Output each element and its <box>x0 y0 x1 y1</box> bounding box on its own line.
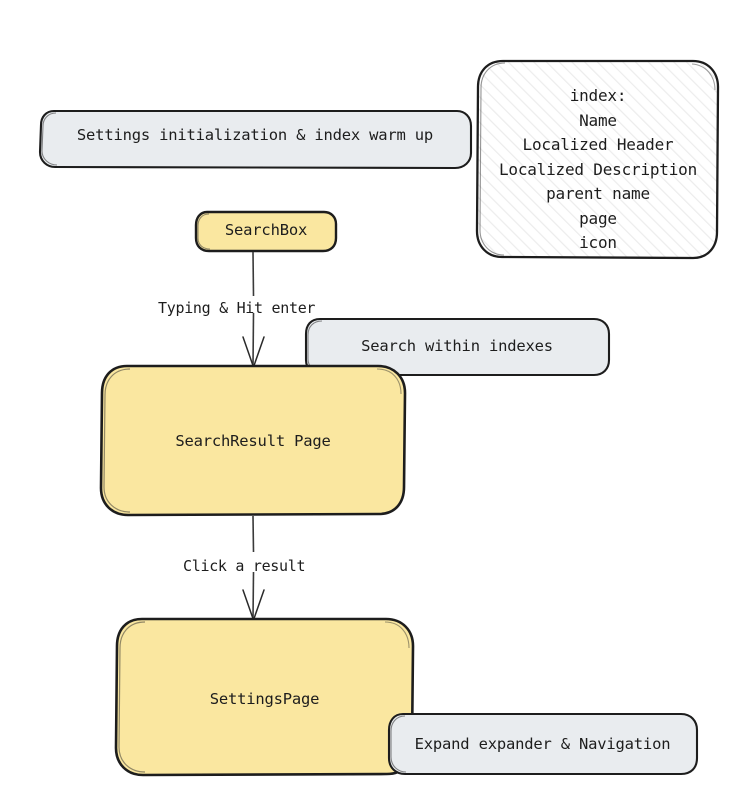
settings-initialization-note[interactable] <box>38 109 473 170</box>
searchbox-to-searchresult-edge <box>242 251 265 368</box>
search-within-indexes-note[interactable] <box>304 317 611 377</box>
searchresult-to-settingspage-edge <box>242 515 265 621</box>
settingspage-node[interactable] <box>114 617 415 777</box>
edge-label-typing-hit-enter: Typing & Hit enter <box>158 299 316 317</box>
searchbox-node[interactable] <box>194 210 338 253</box>
edge-label-click-a-result: Click a result <box>183 557 306 575</box>
searchresult-page-node[interactable] <box>99 364 407 517</box>
expand-expander-navigation-note[interactable] <box>387 712 699 776</box>
index-fields-box[interactable] <box>475 59 720 260</box>
